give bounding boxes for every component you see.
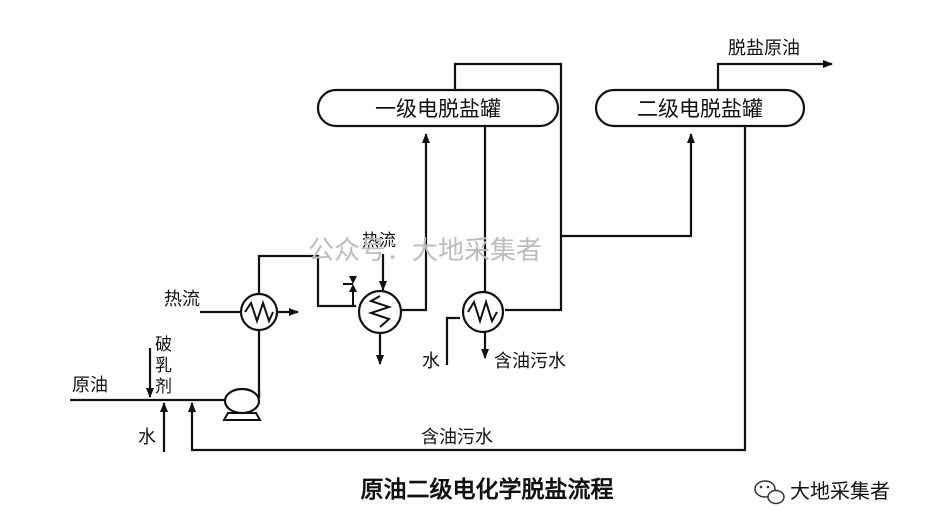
first-stage-tank-label: 一级电脱盐罐: [375, 97, 501, 121]
first-stage-desalter-tank: [316, 88, 560, 128]
watermark-text: 公众号：大地采集者: [308, 236, 542, 266]
water-stage2-line: [445, 316, 460, 365]
oily-wastewater-1-label: 含油污水: [494, 351, 566, 372]
heat-exchanger-1: [239, 292, 279, 332]
oily-wastewater-2-label: 含油污水: [421, 427, 493, 448]
wechat-icon: [754, 480, 785, 505]
second-stage-tank-label: 二级电脱盐罐: [637, 97, 763, 121]
wastewater-return-line: [188, 125, 747, 452]
water-inlet-label: 水: [138, 427, 156, 448]
mix-to-tank2-line: [561, 133, 695, 238]
second-stage-desalter-tank: [594, 88, 806, 128]
desalted-crude-outlet-line: [716, 60, 833, 90]
demulsifier-label-2: 乳: [155, 356, 172, 376]
tank1-top-outlet-line: [453, 62, 563, 312]
demulsifier-label-3: 剂: [155, 377, 172, 397]
heat-exchanger-3: [461, 290, 505, 334]
diagram-caption: 原油二级电化学脱盐流程: [361, 476, 614, 503]
hot-stream-2-label: 热流: [362, 231, 396, 251]
water-stage2-label: 水: [422, 351, 440, 372]
exchanger2-to-tank1-line: [402, 133, 430, 312]
footer-brand: 大地采集者: [790, 479, 890, 503]
pump-to-exchanger1-line: [257, 254, 356, 398]
control-valve-icon: [343, 276, 357, 306]
crude-oil-label: 原油: [72, 375, 108, 396]
desalted-crude-label: 脱盐原油: [728, 38, 800, 59]
heat-exchanger-2: [357, 289, 403, 335]
hot-stream-1-label: 热流: [164, 289, 200, 310]
demulsifier-label-1: 破: [155, 335, 172, 355]
pump-icon: [222, 387, 262, 421]
